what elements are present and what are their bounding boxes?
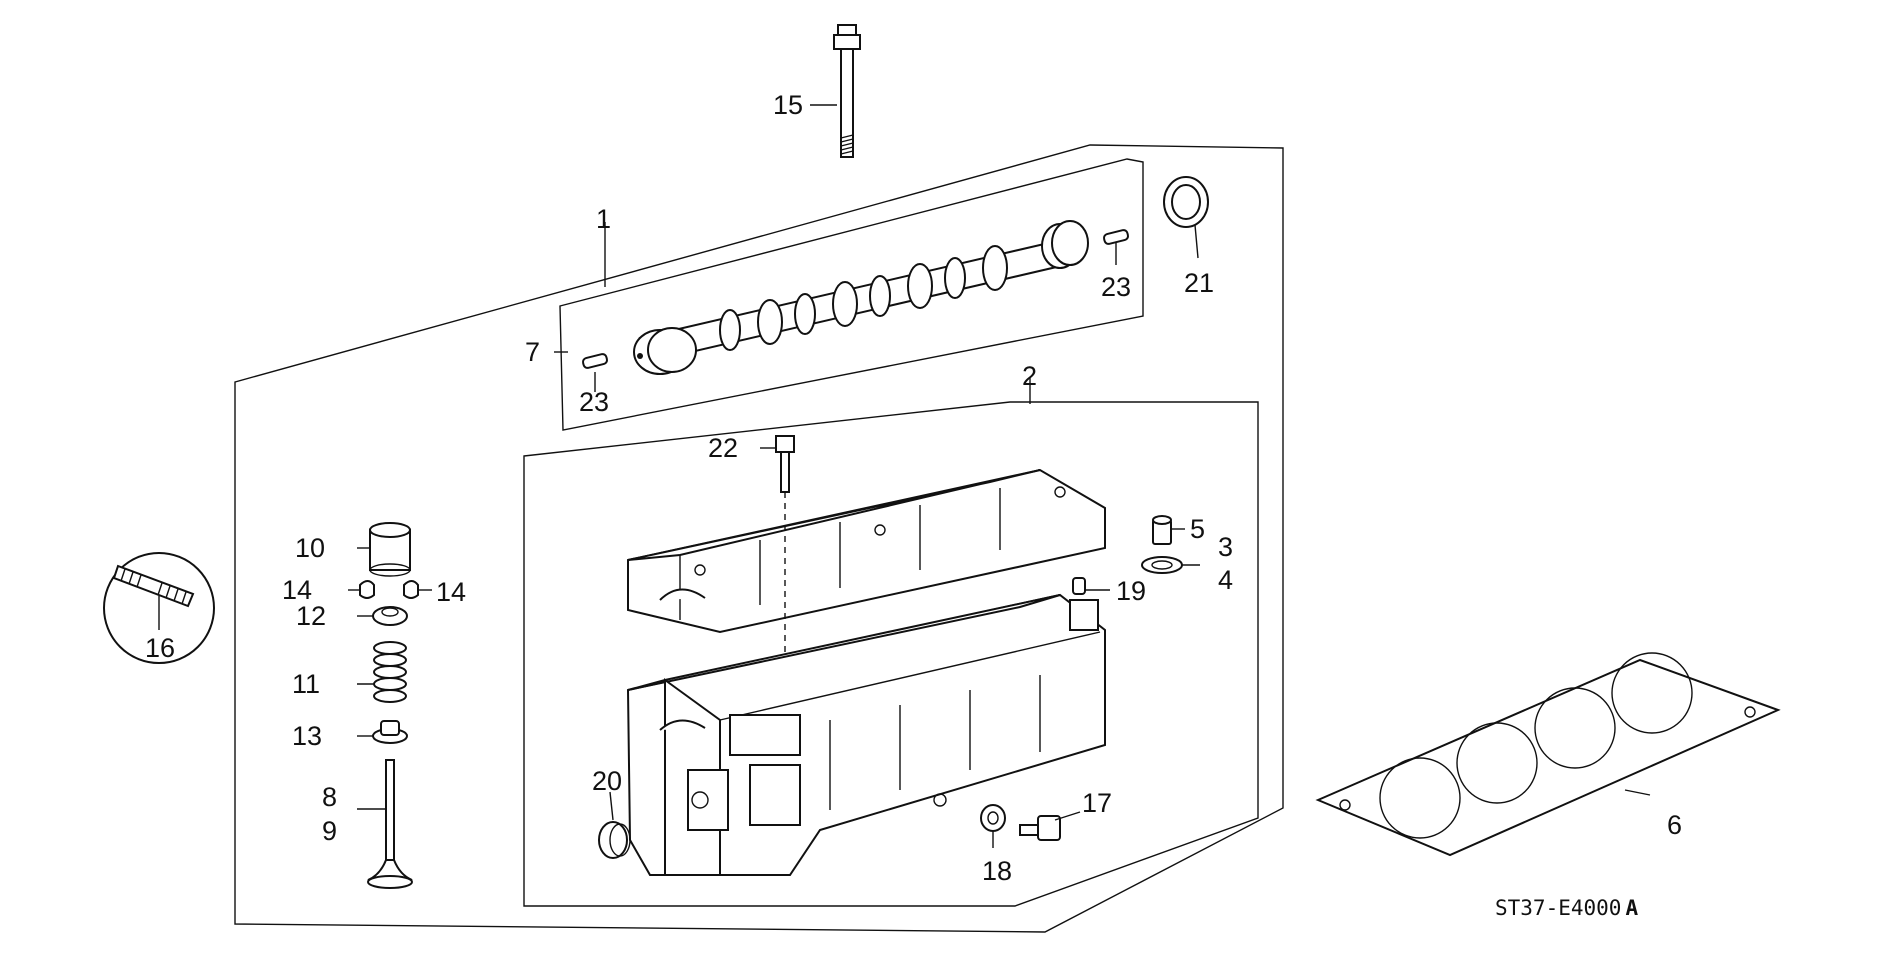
valve-cotter (359, 580, 375, 599)
callout-6: 6 (1667, 810, 1682, 840)
sealing-washer (980, 804, 1006, 832)
dowel-pin (1102, 229, 1130, 245)
callout-17: 17 (1082, 788, 1112, 818)
callout-9: 9 (322, 816, 337, 846)
callout-21: 21 (1184, 268, 1214, 298)
callout-13: 13 (292, 721, 322, 751)
camshaft (633, 220, 1089, 375)
camshaft-group-outline (559, 158, 1144, 431)
callout-11: 11 (292, 669, 320, 699)
callout-14: 14 (436, 577, 466, 607)
cylinder-head-plug (598, 821, 631, 859)
callout-10: 10 (295, 533, 325, 563)
valve (367, 759, 413, 889)
holder-bolt (775, 435, 795, 493)
callout-23: 23 (579, 387, 609, 417)
head-dowel-pin (1072, 577, 1086, 595)
callout-12: 12 (296, 601, 326, 631)
callout-1: 1 (596, 204, 611, 234)
reference-suffix: A (1625, 896, 1638, 920)
valve-spring (373, 641, 407, 703)
callout-18: 18 (982, 856, 1012, 886)
head-bolt (833, 24, 861, 158)
valve-cotter (403, 580, 419, 599)
callout-22: 22 (708, 433, 738, 463)
valve-lifter (369, 522, 411, 577)
valve-stem-seal (372, 720, 408, 744)
sealing-bolt (1019, 815, 1061, 841)
cylinder-head-gasket (1315, 652, 1781, 857)
callout-23: 23 (1101, 272, 1131, 302)
stud-bolt-detail (103, 552, 215, 664)
cylinder-head (626, 593, 1106, 876)
callout-16: 16 (145, 633, 175, 663)
callout-8: 8 (322, 782, 337, 812)
callout-4: 4 (1218, 565, 1233, 595)
camshaft-oil-seal (1163, 176, 1209, 228)
cylinder-head-group-outline (523, 401, 1259, 907)
callout-3: 3 (1218, 532, 1233, 562)
callout-20: 20 (592, 766, 622, 796)
callout-15: 15 (773, 90, 803, 120)
callout-19: 19 (1116, 576, 1146, 606)
camshaft-holder (627, 468, 1106, 634)
valve-cap (1152, 515, 1172, 545)
spring-retainer (372, 606, 408, 626)
callout-5: 5 (1190, 514, 1205, 544)
o-ring-washer (1141, 556, 1183, 574)
callout-2: 2 (1022, 361, 1037, 391)
dowel-pin (581, 353, 609, 369)
leader-lines (158, 104, 1651, 848)
callout-14: 14 (282, 575, 312, 605)
callout-7: 7 (525, 337, 540, 367)
callout-labels: 15 1 23 21 7 23 2 22 5 3 4 19 10 14 14 1… (145, 90, 1682, 920)
assembly-1-outline (234, 144, 1284, 933)
